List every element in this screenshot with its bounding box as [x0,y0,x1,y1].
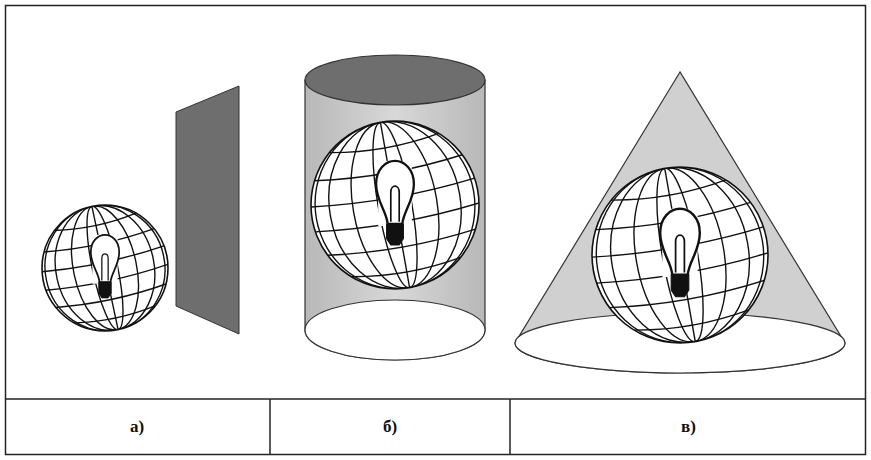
frame [6,6,866,455]
meridian [33,194,176,342]
globe-outline [592,167,768,343]
light-bulb [660,209,700,297]
table-rule [5,398,866,400]
table-divider [269,399,271,455]
parallel [74,306,156,327]
globe [579,153,781,357]
projection-cone [515,72,845,373]
globe-outline [42,205,168,331]
parallel [351,257,461,281]
panel-label: в) [681,417,696,437]
globes [31,108,781,357]
graticule [579,153,781,357]
meridian [44,196,166,340]
light-bulb [376,161,414,245]
panel-label: б) [383,417,397,437]
projection-cylinder [305,55,485,360]
globe-outline [311,121,479,289]
meridian [302,108,488,301]
panel-label: а) [130,417,144,437]
graticule [299,108,492,302]
parallel [54,213,136,234]
projection-plane [176,86,239,334]
table-divider [509,399,511,455]
graticule [31,193,179,342]
globe [31,193,179,342]
light-bulb [91,235,119,298]
parallel [634,310,750,335]
globe [299,108,492,302]
meridian [582,154,777,356]
